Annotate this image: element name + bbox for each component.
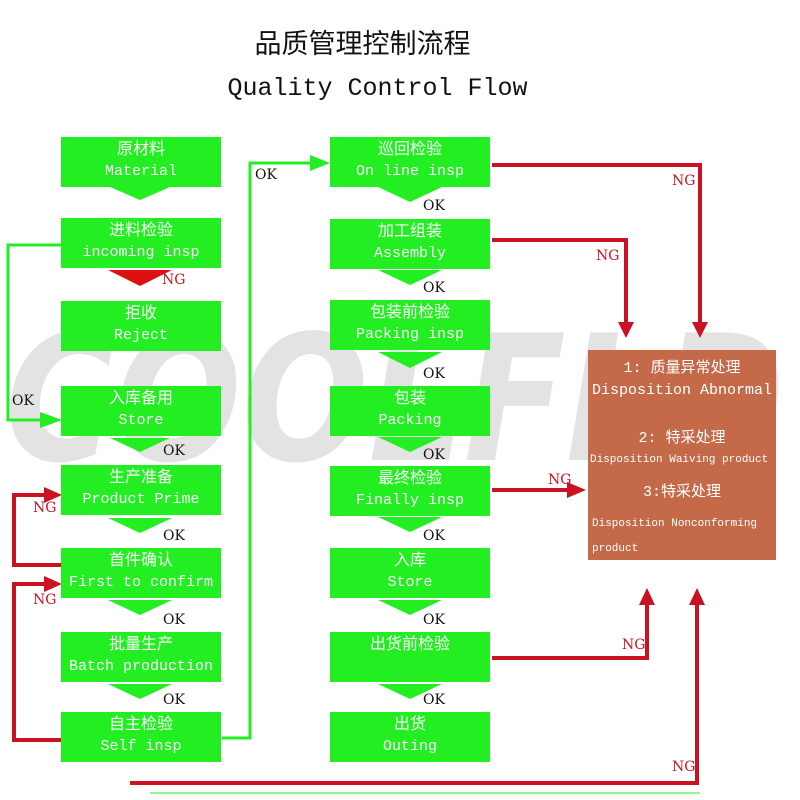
down-arrow-6	[108, 600, 172, 615]
box-label-cn: 自主检验	[108, 714, 173, 733]
ok-label: OK	[423, 366, 445, 382]
ok-label: OK	[423, 198, 445, 214]
box-label-cn: 出货前检验	[369, 634, 450, 653]
box-label-cn: 包装	[393, 388, 426, 407]
ok-label: OK	[255, 167, 277, 183]
ng-line-outing	[492, 605, 649, 660]
box-reject: 拒收 Reject	[61, 301, 221, 351]
ok-connector-self-online	[222, 161, 310, 740]
box-label-en: Packing insp	[355, 326, 465, 343]
box-label-en: Store	[118, 412, 164, 429]
box-label-cn: 包装前检验	[369, 302, 450, 321]
box-label-cn: 巡回检验	[377, 139, 442, 158]
box-label-en: incoming insp	[82, 244, 200, 261]
ng-line-online	[492, 163, 702, 322]
box-label-en: Packing	[378, 412, 442, 429]
ng-label: NG	[672, 759, 696, 775]
mid-down-arrow-6	[378, 600, 442, 615]
mid-down-arrow-2	[378, 270, 442, 285]
mid-down-arrow-4	[378, 437, 442, 452]
ok-label: OK	[423, 692, 445, 708]
ng-loop-self-insp	[12, 582, 61, 742]
mid-down-arrow-3	[378, 352, 442, 368]
box-label-en: Outing	[382, 738, 437, 755]
ok-label: OK	[163, 528, 185, 544]
down-arrow-1	[110, 187, 170, 200]
ok-connector-incoming-store	[6, 243, 61, 422]
box-label-en: Store	[387, 574, 433, 591]
ok-label: OK	[163, 443, 185, 459]
ng-label: NG	[596, 248, 620, 264]
disposition-line2-en: Disposition Waiving product	[590, 454, 769, 466]
ok-label: OK	[423, 528, 445, 544]
box-outing: 出货 Outing	[330, 712, 490, 762]
box-label-en: Product Prime	[82, 491, 200, 508]
box-label-cn: 生产准备	[108, 467, 173, 486]
ng-line-assembly	[492, 238, 628, 322]
box-label-en: Self insp	[100, 738, 182, 755]
box-label-cn: 原材料	[116, 139, 165, 158]
box-label-en: Batch production	[68, 658, 214, 675]
ng-arrow-reject	[108, 270, 172, 286]
box-batch-production: 批量生产 Batch production	[61, 632, 221, 682]
disposition-line3: 3:特采处理	[642, 484, 721, 501]
box-product-prime: 生产准备 Product Prime	[61, 465, 221, 515]
ok-label: OK	[163, 692, 185, 708]
box-label-cn: 进料检验	[108, 220, 173, 239]
mid-down-arrow-5	[378, 517, 442, 532]
ok-label: OK	[423, 612, 445, 628]
ng-label: NG	[33, 500, 57, 516]
box-incoming-insp: 进料检验 incoming insp	[61, 218, 221, 268]
disposition-line3-en: Disposition Nonconforming product	[592, 518, 758, 555]
down-arrow-5	[108, 518, 172, 533]
disposition-line2: 2: 特采处理	[638, 430, 726, 447]
disposition-box: 1: 质量异常处理 Disposition Abnormal 2: 特采处理 D…	[588, 350, 776, 560]
box-label-en: Assembly	[373, 245, 446, 262]
mid-down-arrow-1	[378, 187, 442, 202]
box-self-insp: 自主检验 Self insp	[61, 712, 221, 762]
box-first-confirm: 首件确认 First to confirm	[61, 548, 221, 598]
box-label-cn: 入库	[393, 550, 426, 569]
box-label-cn: 首件确认	[108, 550, 173, 569]
ok-label: OK	[423, 447, 445, 463]
box-online-insp: 巡回检验 On line insp	[330, 137, 490, 187]
box-label-en: First to confirm	[68, 574, 214, 591]
box-label-en: On line insp	[355, 163, 465, 180]
ng-label: NG	[548, 472, 572, 488]
mid-down-arrow-7	[378, 684, 442, 699]
ok-label: OK	[423, 280, 445, 296]
box-label-en: Material	[104, 163, 177, 180]
box-finally-insp: 最终检验 Finally insp	[330, 466, 490, 516]
box-store-standby: 入库备用 Store	[61, 386, 221, 436]
box-label-en: Reject	[113, 327, 168, 344]
box-store: 入库 Store	[330, 548, 490, 598]
ng-label: NG	[162, 272, 186, 288]
box-label-cn: 最终检验	[377, 468, 442, 487]
ok-label: OK	[163, 612, 185, 628]
ng-label: NG	[622, 637, 646, 653]
box-packing: 包装 Packing	[330, 386, 490, 436]
box-label-cn: 拒收	[124, 303, 157, 322]
title-chinese: 品质管理控制流程	[254, 29, 471, 60]
box-material: 原材料 Material	[61, 137, 221, 187]
title-english: Quality Control Flow	[227, 74, 528, 103]
box-label-en: Finally insp	[355, 492, 465, 509]
box-label-cn: 入库备用	[108, 388, 173, 407]
box-label-cn: 加工组装	[377, 221, 442, 240]
down-arrow-7	[108, 684, 172, 699]
disposition-line1-en: Disposition Abnormal	[591, 382, 773, 399]
box-packing-insp: 包装前检验 Packing insp	[330, 300, 490, 350]
box-assembly: 加工组装 Assembly	[330, 219, 490, 269]
down-arrow-4	[110, 438, 170, 452]
box-pre-shipment-insp: 出货前检验	[330, 632, 490, 682]
ng-label: NG	[33, 592, 57, 608]
box-label-cn: 批量生产	[108, 634, 173, 653]
ng-label: NG	[672, 173, 696, 189]
ng-line-bottom	[130, 605, 699, 785]
ok-label: OK	[12, 393, 34, 409]
ng-loop-first-confirm	[12, 493, 61, 567]
disposition-line1: 1: 质量异常处理	[623, 360, 741, 377]
box-label-cn: 出货	[393, 714, 426, 733]
